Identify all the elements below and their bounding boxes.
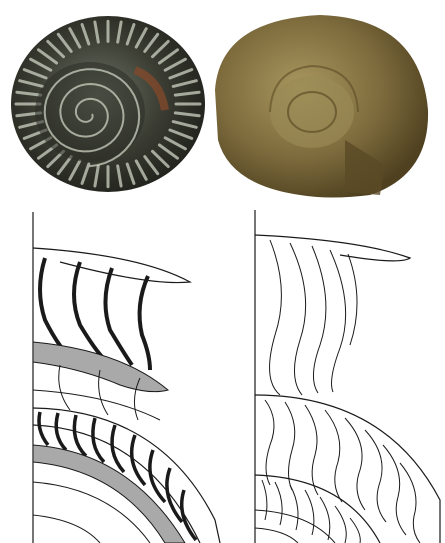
drawing-ribs-sinuous <box>255 210 440 543</box>
fossil-brown-smooth <box>215 15 428 198</box>
fossil-dark-ribbed <box>11 16 205 192</box>
drawing-ribs-thick <box>33 212 220 543</box>
